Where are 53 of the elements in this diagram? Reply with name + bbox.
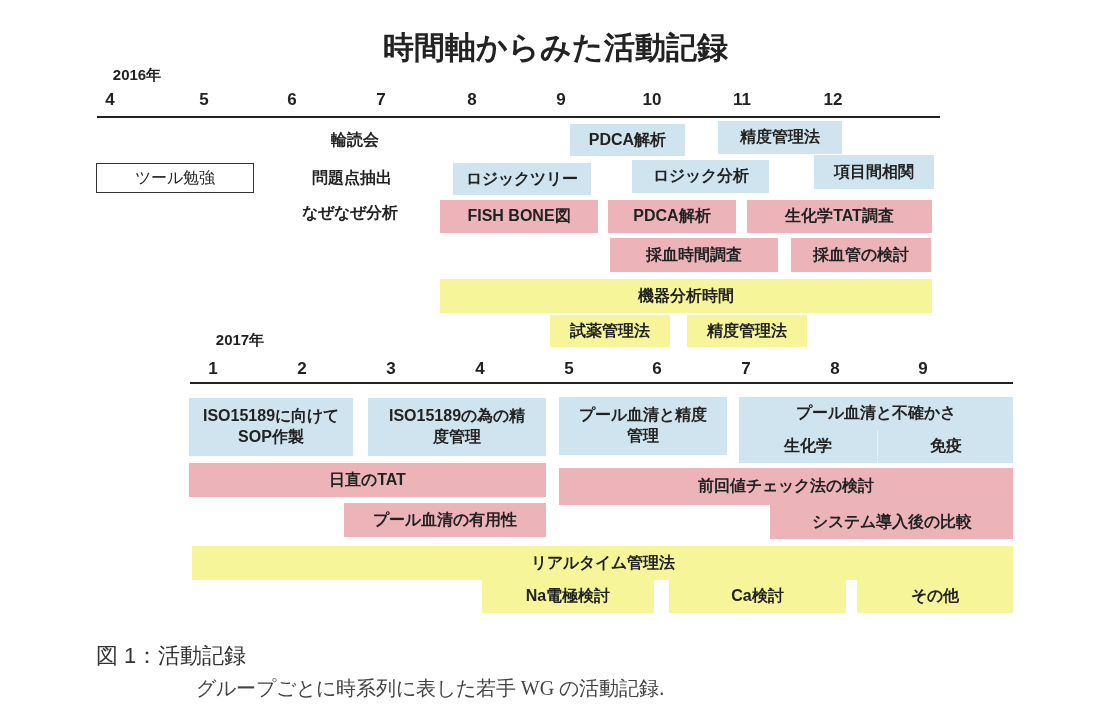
month-number: 11: [733, 90, 751, 110]
month-number: 4: [475, 359, 485, 379]
activity-box: Ca検討: [669, 580, 846, 613]
month-number: 12: [823, 90, 843, 110]
month-number: 7: [741, 359, 751, 379]
activity-box: ISO15189の為の精度管理: [368, 398, 546, 456]
activity-box: 精度管理法: [687, 315, 807, 347]
activity-box: その他: [857, 580, 1013, 613]
activity-box: FISH BONE図: [440, 200, 598, 233]
activity-box: PDCA解析: [608, 200, 736, 233]
month-number: 6: [287, 90, 297, 110]
activity-box: 日直のTAT: [189, 463, 546, 497]
month-number: 9: [918, 359, 928, 379]
activity-box: PDCA解析: [570, 124, 685, 156]
activity-text: 輪読会: [331, 129, 379, 150]
month-number: 5: [199, 90, 209, 110]
month-number: 7: [376, 90, 386, 110]
group-box: [739, 397, 1013, 463]
activity-box: ISO15189に向けてSOP作製: [189, 398, 353, 456]
activity-text: なぜなぜ分析: [302, 202, 398, 224]
month-number: 10: [642, 90, 662, 110]
box-heading: プール血清と不確かさ: [796, 403, 956, 423]
month-number: 4: [105, 90, 115, 110]
activity-box: 前回値チェック法の検討: [559, 468, 1013, 505]
month-number: 3: [386, 359, 396, 379]
activity-box: 採血時間調査: [610, 238, 778, 272]
month-number: 6: [652, 359, 662, 379]
caption-text: グループごとに時系列に表した若手 WG の活動記録.: [195, 675, 665, 701]
activity-box: 項目間相関: [814, 155, 934, 189]
activity-box: ロジックツリー: [453, 163, 591, 195]
activity-box: Na電極検討: [482, 580, 654, 613]
activity-box: 精度管理法: [718, 121, 842, 154]
month-number: 2: [297, 359, 307, 379]
month-number: 9: [556, 90, 566, 110]
chart-title: 時間軸からみた活動記録: [382, 29, 728, 67]
activity-box: プール血清の有用性: [344, 503, 546, 537]
activity-box: ツール勉強: [96, 163, 254, 193]
activity-box: 機器分析時間: [440, 279, 932, 313]
activity-box: 生化学TAT調査: [747, 200, 932, 233]
activity-box: 試薬管理法: [550, 315, 670, 347]
activity-box: リアルタイム管理法: [192, 546, 1013, 580]
month-number: 8: [467, 90, 477, 110]
month-number: 1: [208, 359, 218, 379]
year-label: 2016年: [112, 65, 162, 85]
figure-caption: 図 1：活動記録: [96, 642, 247, 670]
month-number: 5: [564, 359, 574, 379]
activity-box: プール血清と精度管理: [559, 397, 727, 455]
activity-box: ロジック分析: [632, 160, 769, 193]
month-number: 8: [830, 359, 840, 379]
activity-box: 採血管の検討: [791, 238, 931, 272]
activity-text: 問題点抽出: [312, 167, 392, 188]
year-label: 2017年: [215, 330, 265, 350]
activity-box: システム導入後の比較: [770, 505, 1013, 539]
